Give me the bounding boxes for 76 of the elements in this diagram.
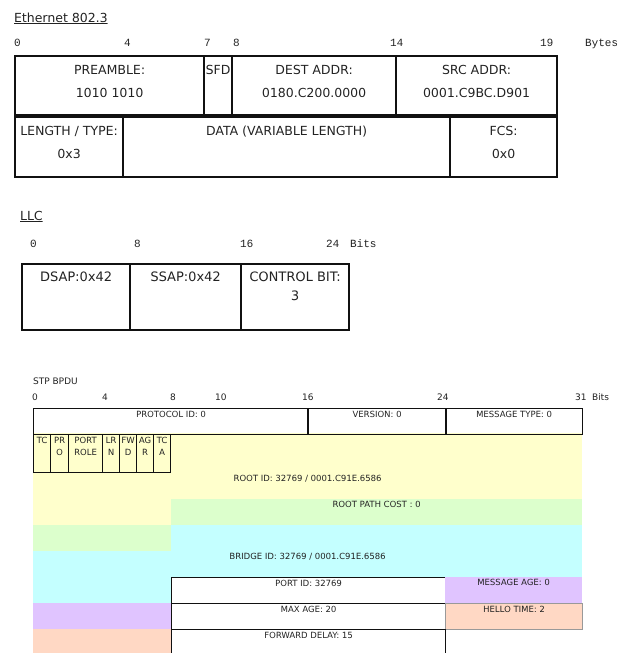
field-box [203,55,233,116]
field-box [449,116,558,178]
field-box [307,408,447,435]
field-box [231,55,397,116]
field-label: SSAP:0x42 [149,269,222,287]
field-box [33,551,582,577]
offset-number: 8 [134,239,141,251]
field-label: PORT ROLE [73,435,98,459]
section-heading: STP BPDU [33,377,78,387]
section-heading: Ethernet 802.3 [14,10,108,25]
field-box [129,263,242,331]
offset-number: 24 [437,393,448,403]
field-label: TCA [156,435,168,459]
offset-number: 0 [14,38,21,50]
field-label: PROTOCOL ID: 0 [135,409,207,421]
field-label: SRC ADDR: [440,61,512,79]
field-label: LENGTH / TYPE: [19,122,119,140]
unit-label: Bits [592,393,609,403]
field-box [445,408,583,435]
field-label: 0x0 [490,145,516,163]
offset-number: 4 [102,393,108,403]
field-box [395,55,558,116]
offset-number: 16 [302,393,314,403]
field-label: MESSAGE TYPE: 0 [475,409,553,421]
field-label: DEST ADDR: [274,61,354,79]
field-label: MAX AGE: 20 [280,604,338,616]
section-heading: LLC [20,208,43,223]
field-label: LRN [104,435,118,459]
offset-number: 0 [32,393,38,403]
offset-number: 24 [326,239,340,251]
field-label: 0180.C200.0000 [260,84,368,102]
field-box [240,263,350,331]
field-label: SFD [205,61,231,79]
field-label: FORWARD DELAY: 15 [263,630,354,642]
offset-number: 14 [390,38,404,50]
offset-number: 4 [124,38,131,50]
unit-label: Bits [350,239,376,251]
field-label: ROOT PATH COST : 0 [331,499,422,511]
field-box [153,434,171,473]
field-label: ROOT ID: 32769 / 0001.C91E.6586 [232,473,382,485]
field-label: DATA (VARIABLE LENGTH) [204,122,368,140]
field-label: PREAMBLE: [72,61,146,79]
unit-label: Bytes [585,38,618,50]
field-box [171,629,446,653]
offset-number: 10 [215,393,226,403]
offset-number: 0 [30,239,37,251]
field-label: FWD [120,435,136,459]
field-box [33,473,582,499]
offset-number: 16 [240,239,254,251]
field-label: VERSION: 0 [351,409,403,421]
offset-number: 31 [575,393,586,403]
field-box [122,116,451,178]
field-box [445,577,582,603]
field-label: FCS: [488,122,519,140]
field-box [14,116,124,178]
field-label: MESSAGE AGE: 0 [476,577,551,589]
field-box [171,499,582,525]
field-label: DSAP:0x42 [38,269,114,287]
field-box [14,55,205,116]
field-label: 0x3 [56,145,82,163]
field-label: AGR [138,435,152,459]
offset-number: 19 [540,38,554,50]
field-box [33,408,309,435]
field-label: CONTROL BIT: 3 [248,269,342,306]
field-label: HELLO TIME: 2 [482,604,546,616]
field-label: PORT ID: 32769 [274,578,343,590]
field-label: PRO [52,435,66,459]
field-label: TC [36,435,48,447]
field-label: BRIDGE ID: 32769 / 0001.C91E.6586 [228,551,387,563]
field-box [21,263,131,331]
field-box [445,603,583,630]
offset-number: 8 [233,38,240,50]
field-label: 1010 1010 [74,84,144,102]
field-label: 0001.C9BC.D901 [422,84,531,102]
offset-number: 7 [204,38,211,50]
offset-number: 8 [170,393,176,403]
